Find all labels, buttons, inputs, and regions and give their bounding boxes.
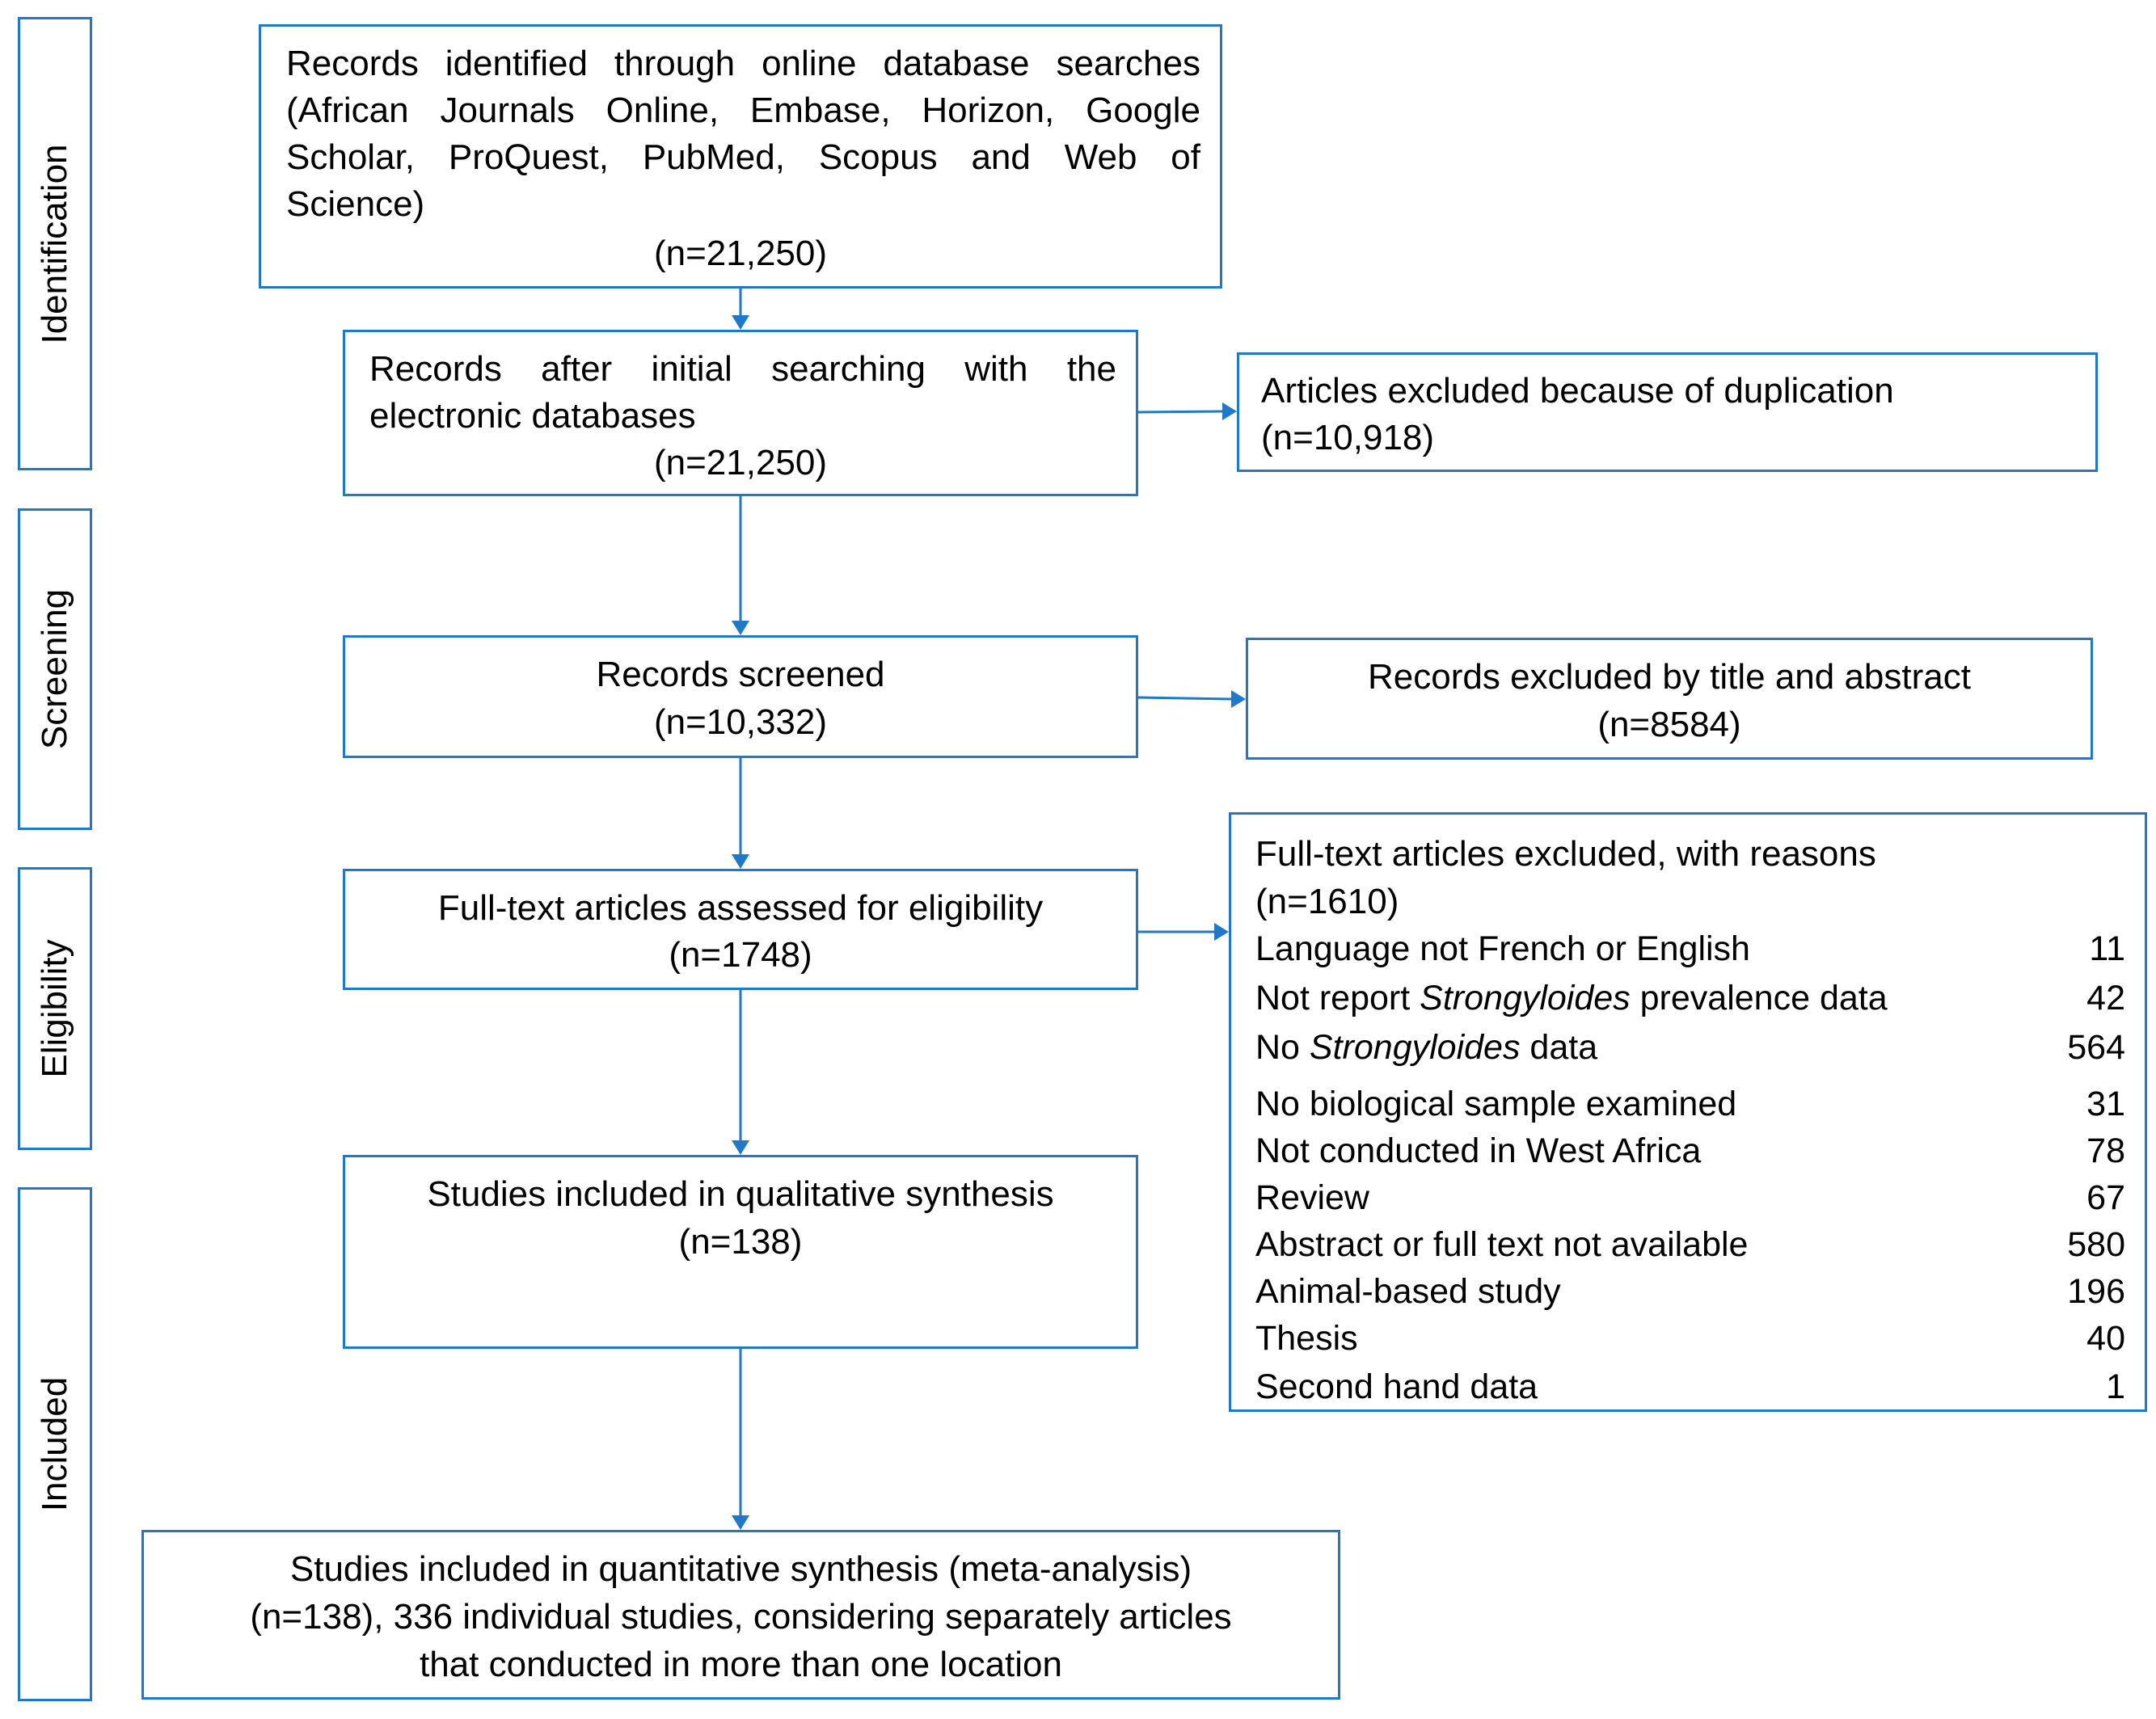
full-text-assessed-box: Full-text articles assessed for eligibil… [343,869,1138,990]
qualitative-synthesis-box: Studies included in qualitative synthesi… [343,1155,1138,1349]
excluded-duplication-text: Articles excluded because of duplication [1261,371,1894,411]
exclusion-reason-row: Not report Strongyloides prevalence data… [1255,975,2125,1022]
exclusion-reason-row: No Strongyloides data 564 [1255,1024,2125,1071]
exclusion-reason-label: Abstract or full text not available [1255,1225,1749,1264]
exclusion-reason-row: Animal-based study 196 [1255,1268,2125,1315]
records-after-search-text: Records after initial searching with the… [369,349,1116,436]
records-after-search-count: (n=21,250) [653,443,828,482]
quantitative-synthesis-line-3: that conducted in more than one location [420,1645,1062,1684]
excluded-title-abstract-box: Records excluded by title and abstract (… [1246,638,2093,760]
full-text-excluded-text: Full-text articles excluded, with reason… [1255,834,1876,874]
quantitative-synthesis-line-2: (n=138), 336 individual studies, conside… [250,1597,1232,1637]
exclusion-reason-count: 580 [2067,1225,2125,1264]
exclusion-reason-label: Second hand data [1255,1367,1538,1406]
quantitative-synthesis-box: Studies included in quantitative synthes… [141,1530,1340,1700]
exclusion-reason-count: 40 [2086,1319,2125,1358]
exclusion-reason-count: 196 [2067,1272,2125,1311]
exclusion-reason-label: Thesis [1255,1319,1358,1358]
excluded-title-abstract-text: Records excluded by title and abstract [1368,657,1971,697]
exclusion-reason-row: Not conducted in West Africa 78 [1255,1127,2125,1174]
exclusion-reason-count: 31 [2086,1085,2125,1123]
excluded-duplication-box: Articles excluded because of duplication… [1237,352,2098,472]
exclusion-reason-count: 564 [2067,1028,2125,1067]
excluded-duplication-count: (n=10,918) [1261,418,1435,457]
exclusion-reason-label: Not conducted in West Africa [1255,1131,1702,1170]
stage-eligibility: Eligibility [18,867,92,1150]
full-text-excluded-box: Full-text articles excluded, with reason… [1229,812,2147,1412]
exclusion-reason-label: Animal-based study [1255,1272,1561,1311]
stage-included: Included [18,1187,92,1701]
exclusion-reason-count: 11 [2089,929,2125,968]
exclusion-reason-row: Language not French or English 11 [1255,925,2125,972]
records-screened-count: (n=10,332) [653,702,828,742]
stage-screening: Screening [18,508,92,830]
records-identified-box: Records identified through online databa… [259,24,1222,289]
exclusion-reason-row: Abstract or full text not available 580 [1255,1221,2125,1268]
arrow-to-title-abstract [1137,696,1232,701]
records-after-search-box: Records after initial searching with the… [343,330,1138,496]
exclusion-reason-row: No biological sample examined 31 [1255,1081,2125,1127]
full-text-assessed-text: Full-text articles assessed for eligibil… [437,888,1044,928]
exclusion-reason-row: Review 67 [1255,1174,2125,1221]
exclusion-reason-label: No biological sample examined [1255,1085,1737,1123]
exclusion-reason-count: 67 [2086,1178,2125,1217]
exclusion-reasons-list: Language not French or English 11 Not re… [1255,815,2125,1409]
full-text-assessed-count: (n=1748) [669,935,812,975]
excluded-title-abstract-count: (n=8584) [1597,705,1741,744]
exclusion-reason-row: Second hand data 1 [1255,1363,2125,1410]
records-identified-text: Records identified through online databa… [286,44,1200,224]
qualitative-synthesis-count: (n=138) [678,1222,803,1262]
stage-identification: Identification [18,17,92,470]
exclusion-reason-row: Thesis 40 [1255,1315,2125,1362]
exclusion-reason-count: 78 [2086,1131,2125,1170]
records-identified-count: (n=21,250) [653,234,828,273]
quantitative-synthesis-line-1: Studies included in quantitative synthes… [289,1549,1192,1589]
records-screened-box: Records screened (n=10,332) [343,635,1138,758]
exclusion-reason-label: Not report Strongyloides prevalence data [1255,979,1888,1017]
exclusion-reason-label: No Strongyloides data [1255,1028,1598,1067]
exclusion-reason-count: 42 [2086,979,2125,1017]
qualitative-synthesis-text: Studies included in qualitative synthesi… [427,1174,1054,1214]
exclusion-reason-label: Review [1255,1178,1369,1217]
arrow-to-duplication [1137,410,1223,414]
exclusion-reason-count: 1 [2106,1367,2125,1406]
exclusion-reason-label: Language not French or English [1255,929,1750,968]
full-text-excluded-count: (n=1610) [1255,882,1399,921]
records-screened-text: Records screened [596,655,885,694]
